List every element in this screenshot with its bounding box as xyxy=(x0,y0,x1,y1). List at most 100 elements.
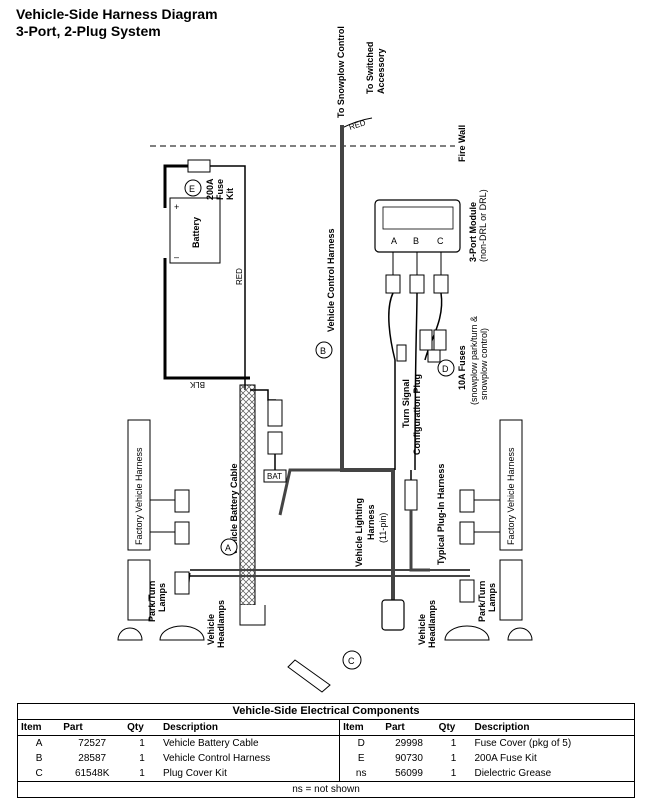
eleven-pin-connector xyxy=(381,599,405,631)
svg-text:E: E xyxy=(189,184,195,194)
svg-text:C: C xyxy=(348,656,355,666)
headlamps-right-label-1: Vehicle xyxy=(417,614,427,645)
fuses-label-3: snowplow control) xyxy=(479,328,489,400)
headlamps-left-label-2: Headlamps xyxy=(216,600,226,648)
cell-qty: 1 xyxy=(139,738,145,749)
left-connector-3 xyxy=(174,571,190,595)
fuse-kit-label-1: 200A xyxy=(205,178,215,200)
port-b-label: B xyxy=(413,236,419,246)
cell-item: A xyxy=(17,735,61,751)
fuse-cover xyxy=(427,349,441,363)
battery-minus-label: – xyxy=(174,252,179,262)
callout-e: E xyxy=(184,179,202,197)
header-part-2: Part xyxy=(382,719,436,736)
battery-shape xyxy=(169,197,221,264)
port-b-plug xyxy=(409,274,425,294)
factory-harness-right xyxy=(499,419,523,551)
cell-part: 56099 xyxy=(382,766,436,782)
fuse-kit-shape xyxy=(187,159,211,173)
port-c-plug xyxy=(433,274,449,294)
plug-in-harness-wire xyxy=(409,510,430,572)
header-description-1: Description xyxy=(159,719,341,736)
cell-item: C xyxy=(17,766,61,782)
turn-signal-config-plug xyxy=(396,344,407,362)
battery-cable-end-connector xyxy=(239,605,266,626)
svg-text:D: D xyxy=(442,364,449,374)
bat-label: BAT xyxy=(267,472,282,481)
header-item-2: Item xyxy=(339,719,383,736)
battery-label: Battery xyxy=(191,217,201,248)
park-turn-right-label-2: Lamps xyxy=(487,583,497,612)
right-connector-1 xyxy=(459,489,475,513)
vehicle-lighting-label-1: Vehicle Lighting xyxy=(354,498,364,567)
turn-signal-label-2: Configuration Plug xyxy=(412,374,422,455)
left-harness-leads xyxy=(150,499,191,584)
plug-in-connector xyxy=(404,479,418,511)
cell-item: E xyxy=(357,753,365,764)
fuse-kit-label-3: Kit xyxy=(225,188,235,200)
header-item-1: Item xyxy=(17,719,61,736)
header-qty-2: Qty xyxy=(435,719,472,736)
cell-item: B xyxy=(17,751,61,766)
to-switched-label-1: To Switched xyxy=(365,42,375,94)
fuses-label-1: 10A Fuses xyxy=(457,345,467,390)
vehicle-lighting-label-2: Harness xyxy=(366,504,376,540)
port-a-plug xyxy=(385,274,401,294)
cell-part: 28587 xyxy=(78,753,107,764)
right-connector-3 xyxy=(459,579,475,603)
right-headlamp xyxy=(444,625,490,641)
title-line-1: Vehicle-Side Harness Diagram xyxy=(16,6,218,22)
port-a-label: A xyxy=(391,236,397,246)
battery-plug-mate xyxy=(267,431,283,455)
port-b-wire xyxy=(414,292,418,471)
typical-plug-in-label: Typical Plug-In Harness xyxy=(436,464,446,565)
table-row: A 72527 1 Vehicle Battery Cable D 29998 … xyxy=(17,735,636,751)
cell-description: Vehicle Control Harness xyxy=(159,751,341,766)
fuse-holder-1 xyxy=(419,329,433,351)
fire-wall-label: Fire Wall xyxy=(457,125,467,162)
vehicle-control-harness-label: Vehicle Control Harness xyxy=(326,228,336,332)
bat-terminal xyxy=(263,469,287,483)
module-label-1: 3-Port Module xyxy=(468,202,478,262)
fuses-label-2: (snowplow park/turn & xyxy=(469,316,479,405)
park-turn-right-label-1: Park/Turn xyxy=(477,581,487,622)
to-switched-label-2: Accessory xyxy=(376,48,386,94)
svg-text:A: A xyxy=(225,543,231,553)
cell-description: Fuse Cover (pkg of 5) xyxy=(471,735,636,751)
cell-item: ns xyxy=(339,766,383,782)
port-a-wire xyxy=(388,292,396,470)
plug-cover xyxy=(287,659,331,693)
battery-positive-wire xyxy=(163,164,192,208)
svg-text:B: B xyxy=(320,346,326,356)
port-c-label: C xyxy=(437,236,444,246)
left-lower-harness xyxy=(127,559,151,621)
right-harness-leads xyxy=(474,499,500,533)
factory-right-label: Factory Vehicle Harness xyxy=(506,447,516,545)
battery-negative-wire xyxy=(163,258,250,380)
port-c-wire xyxy=(424,292,443,361)
harness-diagram: Fire Wall To Snowplow Control To Switche… xyxy=(117,26,533,693)
cell-part: 29998 xyxy=(395,738,423,749)
switched-accessory-wire xyxy=(341,117,373,129)
right-lower-harness xyxy=(499,559,523,621)
module-label-2: (non-DRL or DRL) xyxy=(478,189,488,262)
diagram-title: Vehicle-Side Harness Diagram 3-Port, 2-P… xyxy=(16,6,218,40)
left-connector-1 xyxy=(174,489,190,513)
cell-part: 61548K xyxy=(60,766,125,782)
callout-d: D xyxy=(437,359,455,377)
table-footnote: ns = not shown xyxy=(17,781,635,798)
factory-left-label: Factory Vehicle Harness xyxy=(134,447,144,545)
cell-description: Dielectric Grease xyxy=(471,766,636,782)
headlamps-right-label-2: Headlamps xyxy=(427,600,437,648)
to-snowplow-control-label: To Snowplow Control xyxy=(336,26,346,118)
fuse-holder-2 xyxy=(433,329,447,351)
bat-branch-wire xyxy=(278,468,342,516)
red-battery-label: RED xyxy=(235,268,244,285)
header-qty-1: Qty xyxy=(124,719,160,736)
left-headlamp xyxy=(159,625,205,641)
right-connector-2 xyxy=(459,521,475,545)
park-turn-left-label-2: Lamps xyxy=(157,583,167,612)
components-table: Vehicle-Side Electrical Components Item … xyxy=(17,703,636,798)
cell-qty: 1 xyxy=(435,766,472,782)
right-park-turn-lamp xyxy=(507,627,533,641)
